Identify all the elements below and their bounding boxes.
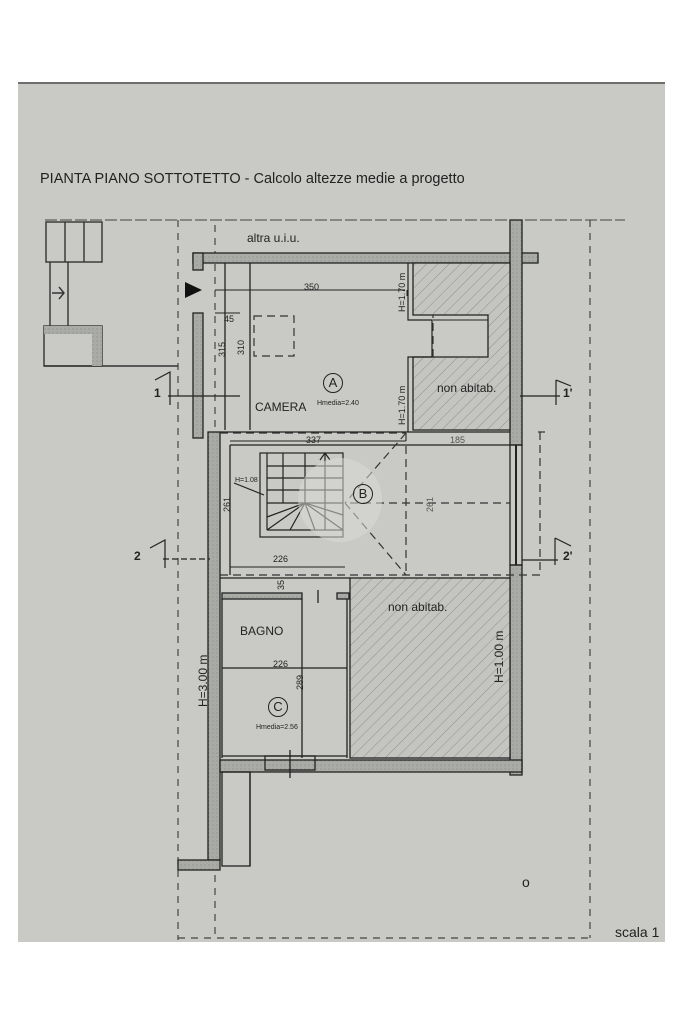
room-marker-b: B [353, 484, 373, 504]
section-marker-1-prime: 1' [563, 386, 573, 400]
dim-261-right: 261 [425, 496, 435, 512]
room-a-hmedia: Hmedia=2.40 [317, 400, 359, 407]
dim-35: 35 [276, 579, 286, 590]
section-marker-2-prime: 2' [563, 549, 573, 563]
label-altra-uiu: altra u.i.u. [247, 231, 300, 245]
dim-350: 350 [304, 282, 320, 292]
height-label-3-00: H=3.00 m [196, 654, 210, 707]
room-c-hmedia: Hmedia=2.56 [256, 724, 298, 731]
label-bagno: BAGNO [240, 624, 284, 638]
dim-337: 337 [306, 435, 322, 445]
room-marker-a: A [323, 373, 343, 393]
dim-310: 310 [236, 339, 246, 355]
north-marker: o [522, 874, 530, 890]
dim-289: 289 [295, 674, 305, 690]
drawing-title: PIANTA PIANO SOTTOTETTO - Calcolo altezz… [40, 171, 465, 187]
dim-315: 315 [217, 341, 227, 357]
dim-261-left: 261 [222, 496, 232, 512]
height-label-1-70-top: H=1.70 m [397, 272, 407, 312]
height-label-1-00: H=1.00 m [492, 630, 506, 683]
dim-226-top: 226 [273, 554, 289, 564]
sheet-edge [18, 82, 665, 84]
dim-45: 45 [224, 314, 235, 324]
dim-226-bagno: 226 [273, 659, 289, 669]
dim-185: 185 [450, 435, 466, 445]
scale-label: scala 1 [615, 924, 660, 940]
height-label-1-70-mid: H=1.70 m [397, 385, 407, 425]
label-non-abitab-lower: non abitab. [388, 600, 448, 614]
section-marker-1: 1 [154, 386, 161, 400]
label-camera: CAMERA [255, 400, 307, 414]
label-non-abitab-upper: non abitab. [437, 381, 497, 395]
height-label-1-08: H=1.08 [235, 477, 258, 484]
section-marker-2: 2 [134, 549, 141, 563]
room-marker-c: C [268, 697, 288, 717]
